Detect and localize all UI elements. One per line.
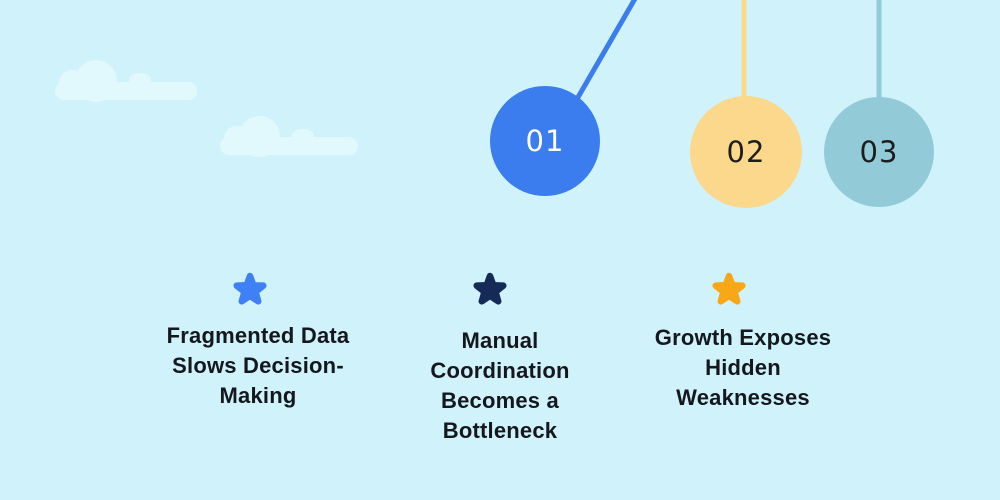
feature-line: Making [219, 383, 297, 408]
feature-line: Becomes a [441, 388, 559, 413]
ball-number-02: 02 [726, 135, 766, 169]
feature-line: Manual [461, 328, 539, 353]
star-icon [473, 272, 507, 305]
cloud-icon [220, 116, 358, 157]
feature-line: Hidden [705, 355, 781, 380]
star-icon [712, 272, 746, 305]
feature-text-manual-coordination: Manual Coordination Becomes a Bottleneck [360, 326, 640, 446]
feature-text-growth-exposes: Growth Exposes Hidden Weaknesses [603, 323, 883, 413]
ball-number-03: 03 [859, 135, 899, 169]
feature-line: Coordination [430, 358, 570, 383]
feature-line: Growth Exposes [654, 325, 832, 350]
cloud-base [220, 137, 358, 155]
pendulum-string-1 [574, 0, 638, 101]
feature-line: Weaknesses [676, 385, 810, 410]
feature-text-fragmented-data: Fragmented Data Slows Decision- Making [118, 321, 398, 411]
feature-line: Slows Decision- [172, 353, 344, 378]
ball-number-01: 01 [525, 124, 565, 158]
pendulum-ball-01: 01 [490, 86, 600, 196]
pendulum-strings [574, 0, 882, 104]
cloud-base [55, 82, 197, 100]
star-icon [233, 272, 267, 305]
pendulum-ball-03: 03 [824, 97, 934, 207]
cloud-icon [55, 60, 197, 102]
feature-line: Bottleneck [442, 418, 558, 443]
feature-line: Fragmented Data [166, 323, 350, 348]
pendulum-ball-02: 02 [690, 96, 802, 208]
